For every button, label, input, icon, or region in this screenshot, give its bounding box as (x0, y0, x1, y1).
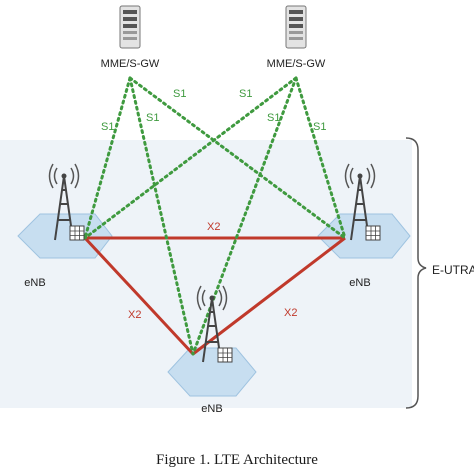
e-utran-bracket (405, 137, 427, 409)
enb-label: eNB (24, 277, 45, 289)
server-label: MME/S-GW (101, 58, 160, 70)
cell-tower-icon (196, 285, 233, 363)
enb-right-base (317, 213, 411, 259)
s1-link (83, 76, 298, 240)
server-label: MME/S-GW (267, 58, 326, 70)
s1-links (83, 76, 347, 356)
enb-bottom-base (167, 347, 257, 397)
s1-link (128, 76, 195, 356)
s1-label: S1 (146, 112, 159, 124)
x2-link-right-bottom (192, 236, 346, 356)
s1-labels: S1 S1 S1 S1 S1 S1 (101, 88, 326, 133)
enb-label: eNB (349, 277, 370, 289)
x2-label: X2 (284, 307, 297, 319)
s1-label: S1 (101, 121, 114, 133)
x2-links (83, 236, 346, 356)
s1-link (128, 76, 347, 240)
cell-tower-icon (344, 163, 381, 241)
server-icon (119, 5, 141, 49)
server-icon (285, 5, 307, 49)
cell-tower-icon (48, 163, 85, 241)
enb-label: eNB (201, 403, 222, 415)
x2-label: X2 (207, 221, 220, 233)
x2-link-left-bottom (83, 236, 195, 356)
s1-label: S1 (239, 88, 252, 100)
e-utran-label: E-UTRAN (432, 263, 474, 277)
s1-label: S1 (173, 88, 186, 100)
s1-link (83, 76, 132, 240)
x2-label: X2 (128, 309, 141, 321)
s1-label: S1 (313, 121, 326, 133)
s1-label: S1 (267, 112, 280, 124)
x2-labels: X2 X2 X2 (128, 221, 297, 321)
figure-caption: Figure 1. LTE Architecture (156, 452, 318, 468)
s1-link (294, 76, 347, 240)
